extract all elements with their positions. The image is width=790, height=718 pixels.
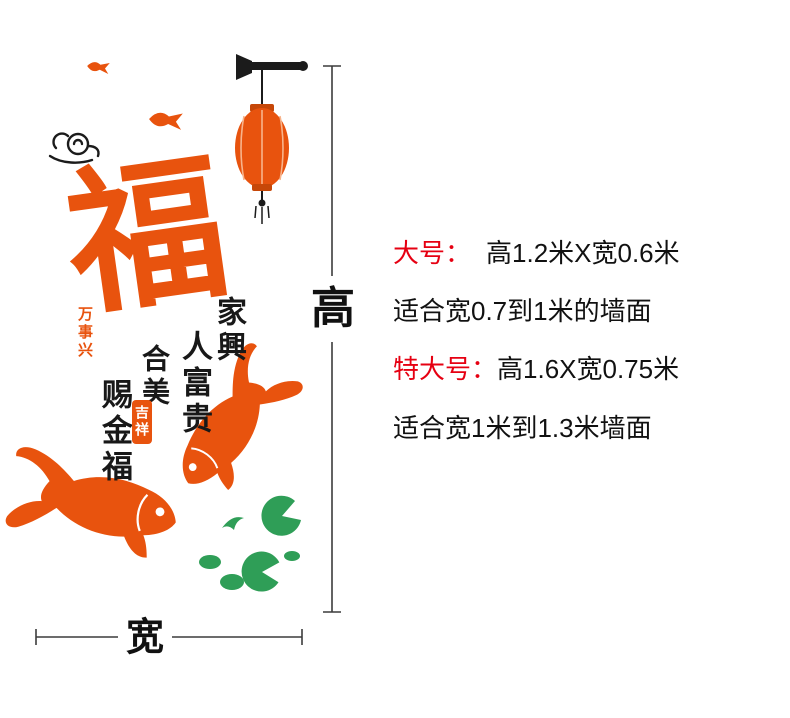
- lotus-leaf-icon: [199, 495, 301, 592]
- size-large-fit: 适合宽0.7到1米的墙面: [393, 296, 652, 327]
- height-dimension-line: [323, 65, 341, 613]
- koi-fish-icon: [0, 340, 309, 563]
- calligraphy-column-2: 人富贵: [177, 330, 212, 438]
- calligraphy-column-4: 赐金福: [97, 378, 132, 486]
- seal-jixiang: 吉祥: [132, 400, 152, 444]
- size-large-line: 大号： 高1.2米X宽0.6米: [393, 238, 680, 269]
- height-label: 高: [311, 284, 355, 333]
- seal-wanshixing: 万事兴: [76, 306, 93, 360]
- calligraphy-column-3: 合美: [139, 344, 170, 410]
- size-large-label: 大号：: [393, 238, 472, 268]
- lantern-icon: [235, 54, 308, 224]
- size-specs: 大号： 高1.2米X宽0.6米 适合宽0.7到1米的墙面 特大号：高1.6X宽0.…: [393, 238, 680, 471]
- sticker-artwork: 高 宽: [0, 54, 355, 659]
- size-large-value: 高1.2米X宽0.6米: [486, 238, 680, 268]
- size-xlarge-value: 高1.6X宽0.75米: [497, 354, 680, 385]
- width-label: 宽: [126, 616, 164, 659]
- bird-icon: [87, 62, 183, 130]
- size-xlarge-label: 特大号：: [393, 354, 498, 385]
- cloud-icon: [48, 132, 100, 164]
- width-dimension-line: [35, 629, 303, 645]
- size-xlarge-fit: 适合宽1米到1.3米墙面: [393, 412, 652, 443]
- size-xlarge-line: 特大号：高1.6X宽0.75米: [393, 354, 680, 385]
- calligraphy-column-1: 家興: [212, 296, 245, 366]
